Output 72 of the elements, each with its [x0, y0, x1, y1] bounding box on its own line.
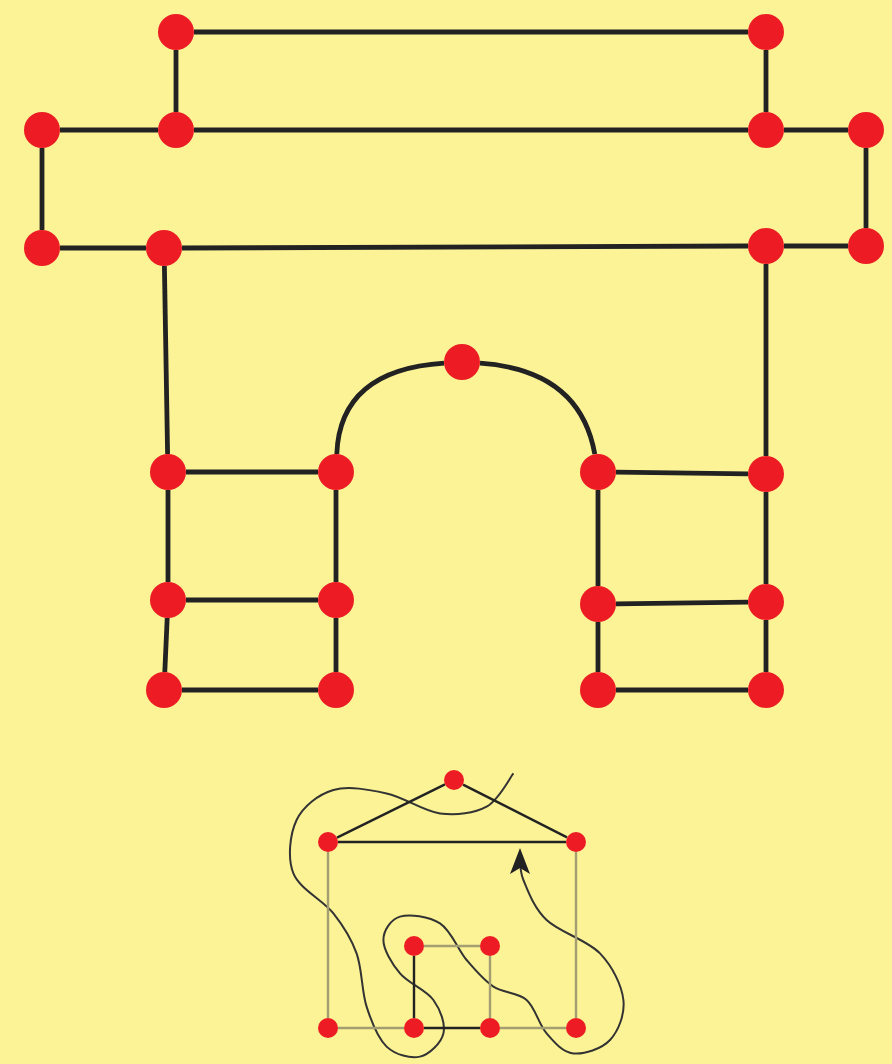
node-dot [566, 832, 586, 852]
connector-line [182, 687, 318, 693]
connector-line [763, 264, 769, 456]
node-dot [848, 228, 884, 264]
node-dot [580, 672, 616, 708]
connector-line [595, 622, 601, 672]
connector-line [615, 469, 749, 477]
connector-line [338, 840, 566, 844]
node-dot [444, 770, 464, 790]
connector-line [336, 783, 446, 839]
connector-line [60, 245, 146, 251]
node-dot [24, 230, 60, 266]
node-dot [404, 1018, 424, 1038]
connector-line [763, 492, 769, 584]
connector-line [165, 490, 171, 582]
connector-line [186, 469, 318, 475]
connector-line [60, 127, 158, 133]
connector-line [574, 852, 578, 1018]
connector-line [784, 243, 848, 249]
node-dot [318, 672, 354, 708]
connector-line [424, 944, 480, 948]
connector-line [162, 265, 170, 455]
node-dot [748, 584, 784, 620]
node-dot [146, 230, 182, 266]
node-dot [480, 1018, 500, 1038]
node-dot [748, 228, 784, 264]
node-dot [24, 112, 60, 148]
connector-line [39, 148, 45, 230]
connector-line [186, 597, 318, 603]
connector-line [863, 148, 869, 228]
connector-line [338, 1026, 404, 1030]
node-dot [318, 582, 354, 618]
connector-line [500, 1026, 566, 1030]
connector-line [162, 617, 170, 673]
node-dot [146, 672, 182, 708]
node-dot [318, 832, 338, 852]
node-dot [150, 454, 186, 490]
connector-line [784, 127, 848, 133]
node-dot [748, 672, 784, 708]
node-dot [748, 14, 784, 50]
node-dot [150, 582, 186, 618]
connector-line [615, 599, 749, 607]
connector-line [462, 783, 568, 839]
node-dot [748, 112, 784, 148]
node-dot [318, 1018, 338, 1038]
node-dot [158, 112, 194, 148]
connector-line [326, 852, 330, 1018]
node-dot [318, 454, 354, 490]
connector-line [334, 360, 445, 455]
node-dot [566, 1018, 586, 1038]
node-dot [480, 936, 500, 956]
node-dot [444, 344, 480, 380]
node-dot [580, 454, 616, 490]
connector-line [333, 490, 339, 582]
connector-line [333, 618, 339, 672]
connector-line [182, 243, 748, 251]
node-dot [404, 936, 424, 956]
connector-line [173, 50, 179, 112]
connector-line [194, 127, 748, 133]
node-dot [158, 14, 194, 50]
node-dot [580, 586, 616, 622]
node-dot [848, 112, 884, 148]
connector-line [488, 956, 492, 1018]
connector-line [616, 687, 748, 693]
connector-line [763, 50, 769, 112]
node-dot [748, 456, 784, 492]
connector-line [424, 1026, 480, 1030]
connector-line [479, 360, 598, 455]
connector-line [194, 29, 748, 35]
connector-line [412, 956, 416, 1018]
connector-line [763, 620, 769, 672]
connector-line [595, 490, 601, 586]
